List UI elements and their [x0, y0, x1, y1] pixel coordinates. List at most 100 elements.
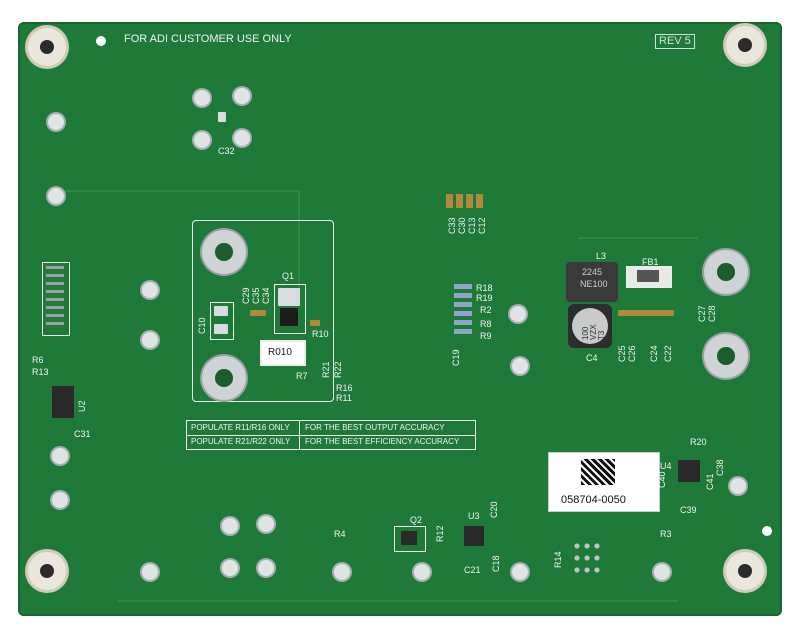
refdes-r21: R21 — [321, 361, 331, 378]
refdes-r7: R7 — [296, 371, 308, 381]
trace — [118, 600, 678, 602]
cap-pad — [250, 310, 266, 316]
note-row-1-left: POPULATE R11/R16 ONLY — [191, 423, 290, 432]
output-terminal-top — [704, 250, 748, 294]
via — [142, 282, 158, 298]
refdes-r4: R4 — [334, 529, 346, 539]
refdes-c25: C25 — [617, 345, 627, 362]
via — [194, 132, 210, 148]
trace — [298, 190, 300, 300]
refdes-r14: R14 — [553, 551, 563, 568]
refdes-r16: R16 — [336, 383, 353, 393]
via — [414, 564, 430, 580]
output-terminal-bottom — [704, 334, 748, 378]
note-row-2-right: FOR THE BEST EFFICIENCY ACCURACY — [305, 437, 460, 446]
refdes-c40: C40 — [657, 471, 667, 488]
via — [258, 560, 274, 576]
cap-array — [446, 194, 486, 208]
mount-hole-tl — [28, 28, 66, 66]
note-row-2-left: POPULATE R21/R22 ONLY — [191, 437, 291, 446]
refdes-r19: R19 — [476, 293, 493, 303]
via — [52, 448, 68, 464]
refdes-c12: C12 — [477, 217, 487, 234]
via — [730, 478, 746, 494]
refdes-c38: C38 — [715, 459, 725, 476]
serial-number: 058704-0050 — [561, 494, 626, 506]
revision-label: REV 5 — [655, 34, 695, 49]
refdes-r18: R18 — [476, 283, 493, 293]
refdes-c13: C13 — [467, 217, 477, 234]
refdes-c39: C39 — [680, 505, 697, 515]
serial-label: 058704-0050 — [548, 452, 660, 512]
mount-hole-bl — [28, 552, 66, 590]
refdes-l3: L3 — [596, 251, 607, 261]
refdes-r11: R11 — [336, 393, 352, 403]
l3-marking-1: 2245 — [582, 267, 603, 277]
via — [222, 560, 238, 576]
refdes-c4: C4 — [586, 353, 598, 363]
refdes-c26: C26 — [627, 345, 637, 362]
refdes-r13: R13 — [32, 367, 49, 377]
refdes-c24: C24 — [649, 345, 659, 362]
power-terminal-top — [202, 230, 246, 274]
fiducial — [96, 36, 106, 46]
refdes-c18: C18 — [491, 555, 501, 572]
pad — [218, 112, 226, 122]
via — [654, 564, 670, 580]
refdes-c41: C41 — [705, 473, 715, 490]
refdes-r3: R3 — [660, 529, 672, 539]
refdes-r10: R10 — [312, 329, 329, 339]
refdes-fb1: FB1 — [642, 257, 659, 267]
notes-table: POPULATE R11/R16 ONLY FOR THE BEST OUTPU… — [186, 420, 476, 450]
via — [258, 516, 274, 532]
u2-chip — [52, 386, 74, 418]
refdes-c30: C30 — [457, 217, 467, 234]
fb1-bead — [626, 266, 672, 288]
via-grid — [572, 540, 602, 576]
q1-tab — [278, 288, 300, 306]
via — [194, 90, 210, 106]
q1-body — [280, 308, 298, 326]
pad — [214, 324, 228, 334]
via — [52, 492, 68, 508]
refdes-r2: R2 — [480, 305, 492, 315]
via — [48, 188, 64, 204]
via — [510, 306, 526, 322]
via — [234, 130, 250, 146]
mount-hole-br — [726, 552, 764, 590]
refdes-c35: C35 — [251, 287, 261, 304]
resistor-array — [454, 284, 472, 336]
data-matrix-code — [581, 459, 615, 485]
q1-outline — [274, 284, 306, 334]
fiducial — [762, 526, 772, 536]
cap-row — [618, 310, 674, 316]
refdes-r22: R22 — [333, 361, 343, 378]
refdes-c20: C20 — [489, 501, 499, 518]
l3-marking-2: NE100 — [580, 279, 608, 289]
via — [142, 332, 158, 348]
via — [512, 564, 528, 580]
power-outline — [192, 220, 334, 402]
header-outline — [42, 262, 70, 336]
trace — [578, 237, 698, 239]
header-pins — [46, 266, 64, 330]
customer-notice: FOR ADI CUSTOMER USE ONLY — [124, 33, 292, 45]
c10-outline — [210, 302, 234, 340]
refdes-c22: C22 — [663, 345, 673, 362]
refdes-r20: R20 — [690, 437, 707, 447]
refdes-c33: C33 — [447, 217, 457, 234]
power-terminal-bottom — [202, 356, 246, 400]
via — [512, 358, 528, 374]
r7-inductor: R010 — [260, 340, 306, 366]
via — [142, 564, 158, 580]
via — [222, 518, 238, 534]
u4-chip — [678, 460, 700, 482]
via — [234, 88, 250, 104]
refdes-c10: C10 — [197, 317, 207, 334]
refdes-c31: C31 — [74, 429, 91, 439]
refdes-c21: C21 — [464, 565, 481, 575]
refdes-r9: R9 — [480, 331, 492, 341]
pad — [214, 306, 228, 316]
l3-inductor: 2245 NE100 — [566, 262, 618, 302]
note-row-1-right: FOR THE BEST OUTPUT ACCURACY — [305, 423, 445, 432]
